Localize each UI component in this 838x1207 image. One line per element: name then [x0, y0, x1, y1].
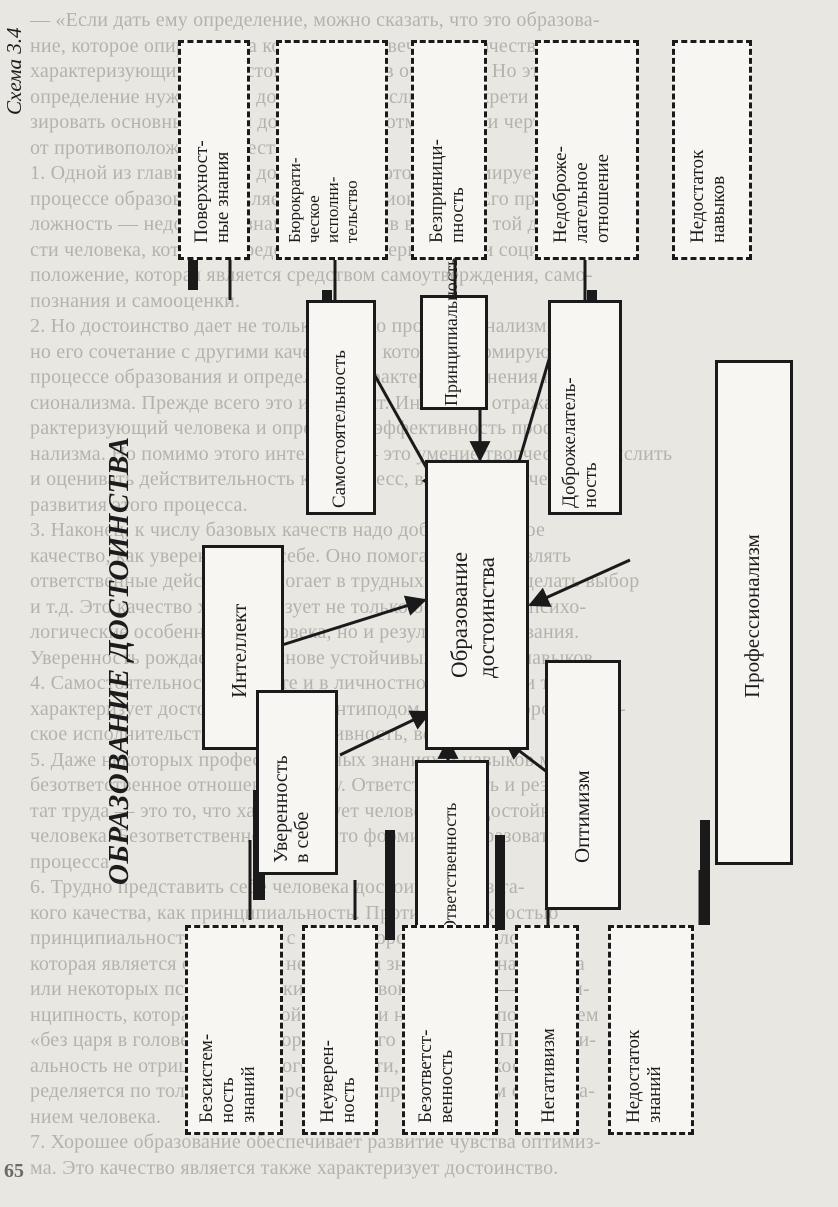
label-unsystematic-knowledge: Безсистем- ность знаний — [196, 1033, 259, 1123]
label-responsibility: Ответственность — [440, 802, 460, 933]
bleed-through-line: рактеризующий человека и определяет эффе… — [30, 417, 612, 439]
bleed-through-line: положение, которая является средством са… — [30, 264, 593, 286]
box-independence: Самостоятельность — [306, 300, 376, 515]
box-unfriendly-attitude: Недоброже- лательное отношение — [535, 40, 639, 260]
box-goodwill: Доброжелатель- ность — [548, 300, 622, 515]
label-formation-of-dignity: Образование достоинства — [447, 551, 499, 678]
label-superficial-knowledge: Поверхност- ные знания — [191, 140, 233, 243]
box-formation-of-dignity: Образование достоинства — [425, 460, 529, 750]
box-optimism: Оптимизм — [545, 660, 621, 910]
bleed-through-line: — «Если дать ему определение, можно сказ… — [30, 9, 600, 31]
bleed-through-line: 3. Наконец, к числу базовых качеств надо… — [30, 519, 546, 541]
label-insecurity: Неуверен- ность — [317, 1040, 359, 1123]
box-responsibility: Ответственность — [415, 760, 489, 940]
label-bureaucratic-execution: Бюрократи- ческое исполни- тельство — [285, 157, 361, 243]
label-principledness: Принципиальность — [441, 257, 461, 406]
label-optimism: Оптимизм — [570, 770, 594, 863]
box-professionalism: Профессионализм — [715, 360, 793, 865]
bleed-through-line: ма. Это качество является также характер… — [30, 1156, 559, 1179]
label-intellect: Интеллект — [227, 603, 251, 698]
label-lack-of-skills: Недостаток навыков — [687, 149, 729, 243]
box-negativism: Негативизм — [515, 925, 579, 1135]
box-irresponsibility: Безответст- венность — [402, 925, 498, 1135]
box-lack-of-skills: Недостаток навыков — [672, 40, 752, 260]
bleed-through-line: развития этого процесса. — [30, 493, 248, 516]
box-self-confidence: Уверенность в себе — [256, 690, 338, 875]
label-independence: Самостоятельность — [329, 350, 350, 508]
page-number: 65 — [4, 1160, 24, 1182]
bleed-through-line: 6. Трудно представить себе человека дост… — [30, 876, 525, 898]
label-irresponsibility: Безответст- венность — [415, 1029, 457, 1123]
diagram-title: ОБРАЗОВАНИЕ ДОСТОИНСТВА — [103, 436, 135, 885]
bleed-through-line: познания и самооценки. — [30, 289, 241, 312]
label-negativism: Негативизм — [538, 1028, 559, 1123]
box-unsystematic-knowledge: Безсистем- ность знаний — [185, 925, 283, 1135]
label-goodwill: Доброжелатель- ность — [559, 377, 601, 508]
label-professionalism: Профессионализм — [740, 534, 764, 698]
bleed-through-line: нием человека. — [30, 1105, 162, 1128]
box-lack-of-knowledge: Недостаток знаний — [608, 925, 694, 1135]
bleed-through-line: 7. Хорошее образование обеспечивает разв… — [30, 1131, 601, 1153]
label-unprincipled: Безприници- пность — [426, 139, 468, 243]
box-insecurity: Неуверен- ность — [302, 925, 378, 1135]
box-principledness: Принципиальность — [420, 258, 488, 410]
bleed-through-line: процесса. — [30, 850, 115, 873]
schema-label: Схема 3.4 — [2, 27, 26, 115]
label-unfriendly-attitude: Недоброже- лательное отношение — [550, 146, 613, 243]
box-superficial-knowledge: Поверхност- ные знания — [178, 40, 250, 260]
label-lack-of-knowledge: Недостаток знаний — [623, 1029, 665, 1123]
box-bureaucratic-execution: Бюрократи- ческое исполни- тельство — [276, 40, 388, 260]
label-self-confidence: Уверенность в себе — [270, 755, 313, 863]
box-unprincipled: Безприници- пность — [411, 40, 487, 260]
